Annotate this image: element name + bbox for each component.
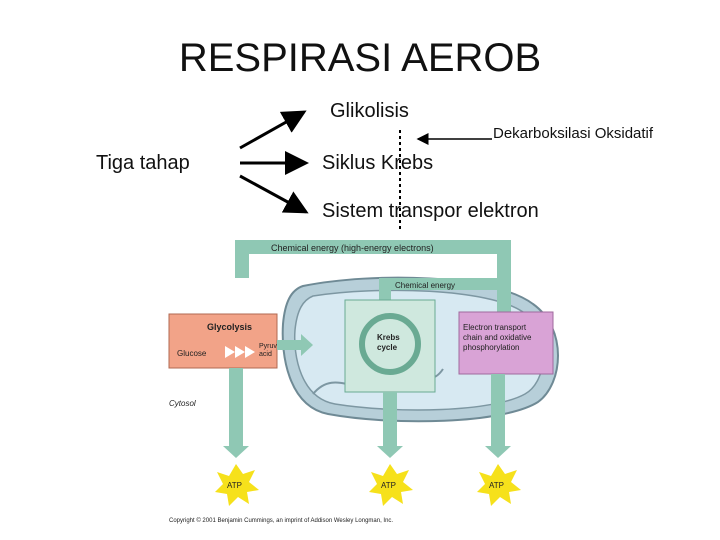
glycolysis-title: Glycolysis bbox=[207, 322, 252, 332]
cellular-respiration-figure: Chemical energy (high-energy electrons) … bbox=[163, 234, 595, 528]
atp-burst-1: ATP bbox=[215, 464, 259, 506]
top-energy-banner bbox=[235, 240, 497, 254]
krebs-label-1: Krebs bbox=[377, 333, 400, 342]
arrow-to-glycolysis bbox=[239, 110, 307, 150]
etc-label-1: Electron transport bbox=[463, 323, 527, 332]
inner-energy-banner-label: Chemical energy bbox=[395, 281, 455, 290]
atp-burst-2: ATP bbox=[369, 464, 413, 506]
pyruvic-acid-label-2: acid bbox=[259, 351, 272, 358]
cytosol-label: Cytosol bbox=[169, 399, 196, 408]
top-energy-banner-label: Chemical energy (high-energy electrons) bbox=[271, 243, 434, 253]
inner-energy-banner bbox=[379, 278, 497, 290]
arrow-to-electron-transport bbox=[239, 174, 309, 214]
krebs-cycle-ring bbox=[359, 313, 421, 375]
atp-burst-3: ATP bbox=[477, 464, 521, 506]
figure-copyright: Copyright © 2001 Benjamin Cummings, an i… bbox=[169, 517, 393, 524]
glycolysis-box bbox=[168, 313, 278, 369]
stage-electron-transport-label: Sistem transpor elektron bbox=[322, 200, 539, 222]
stage-glycolysis-label: Glikolisis bbox=[330, 100, 409, 122]
stage-krebs-label: Siklus Krebs bbox=[322, 152, 434, 174]
krebs-label-2: cycle bbox=[377, 343, 398, 352]
electron-transport-box bbox=[458, 311, 554, 375]
etc-label-2: chain and oxidative bbox=[463, 333, 532, 342]
atp-label-3: ATP bbox=[489, 481, 504, 490]
slide-title: RESPIRASI AEROB bbox=[178, 36, 542, 80]
three-stages-label: Tiga tahap bbox=[96, 152, 190, 174]
pyruvic-acid-label-1: Pyruvic bbox=[259, 343, 282, 350]
atp-label-2: ATP bbox=[381, 481, 396, 490]
oxidative-decarboxylation-label: Dekarboksilasi Oksidatif bbox=[493, 125, 654, 142]
glucose-label: Glucose bbox=[177, 349, 207, 358]
atp-label-1: ATP bbox=[227, 481, 242, 490]
etc-label-3: phosphorylation bbox=[463, 343, 519, 352]
